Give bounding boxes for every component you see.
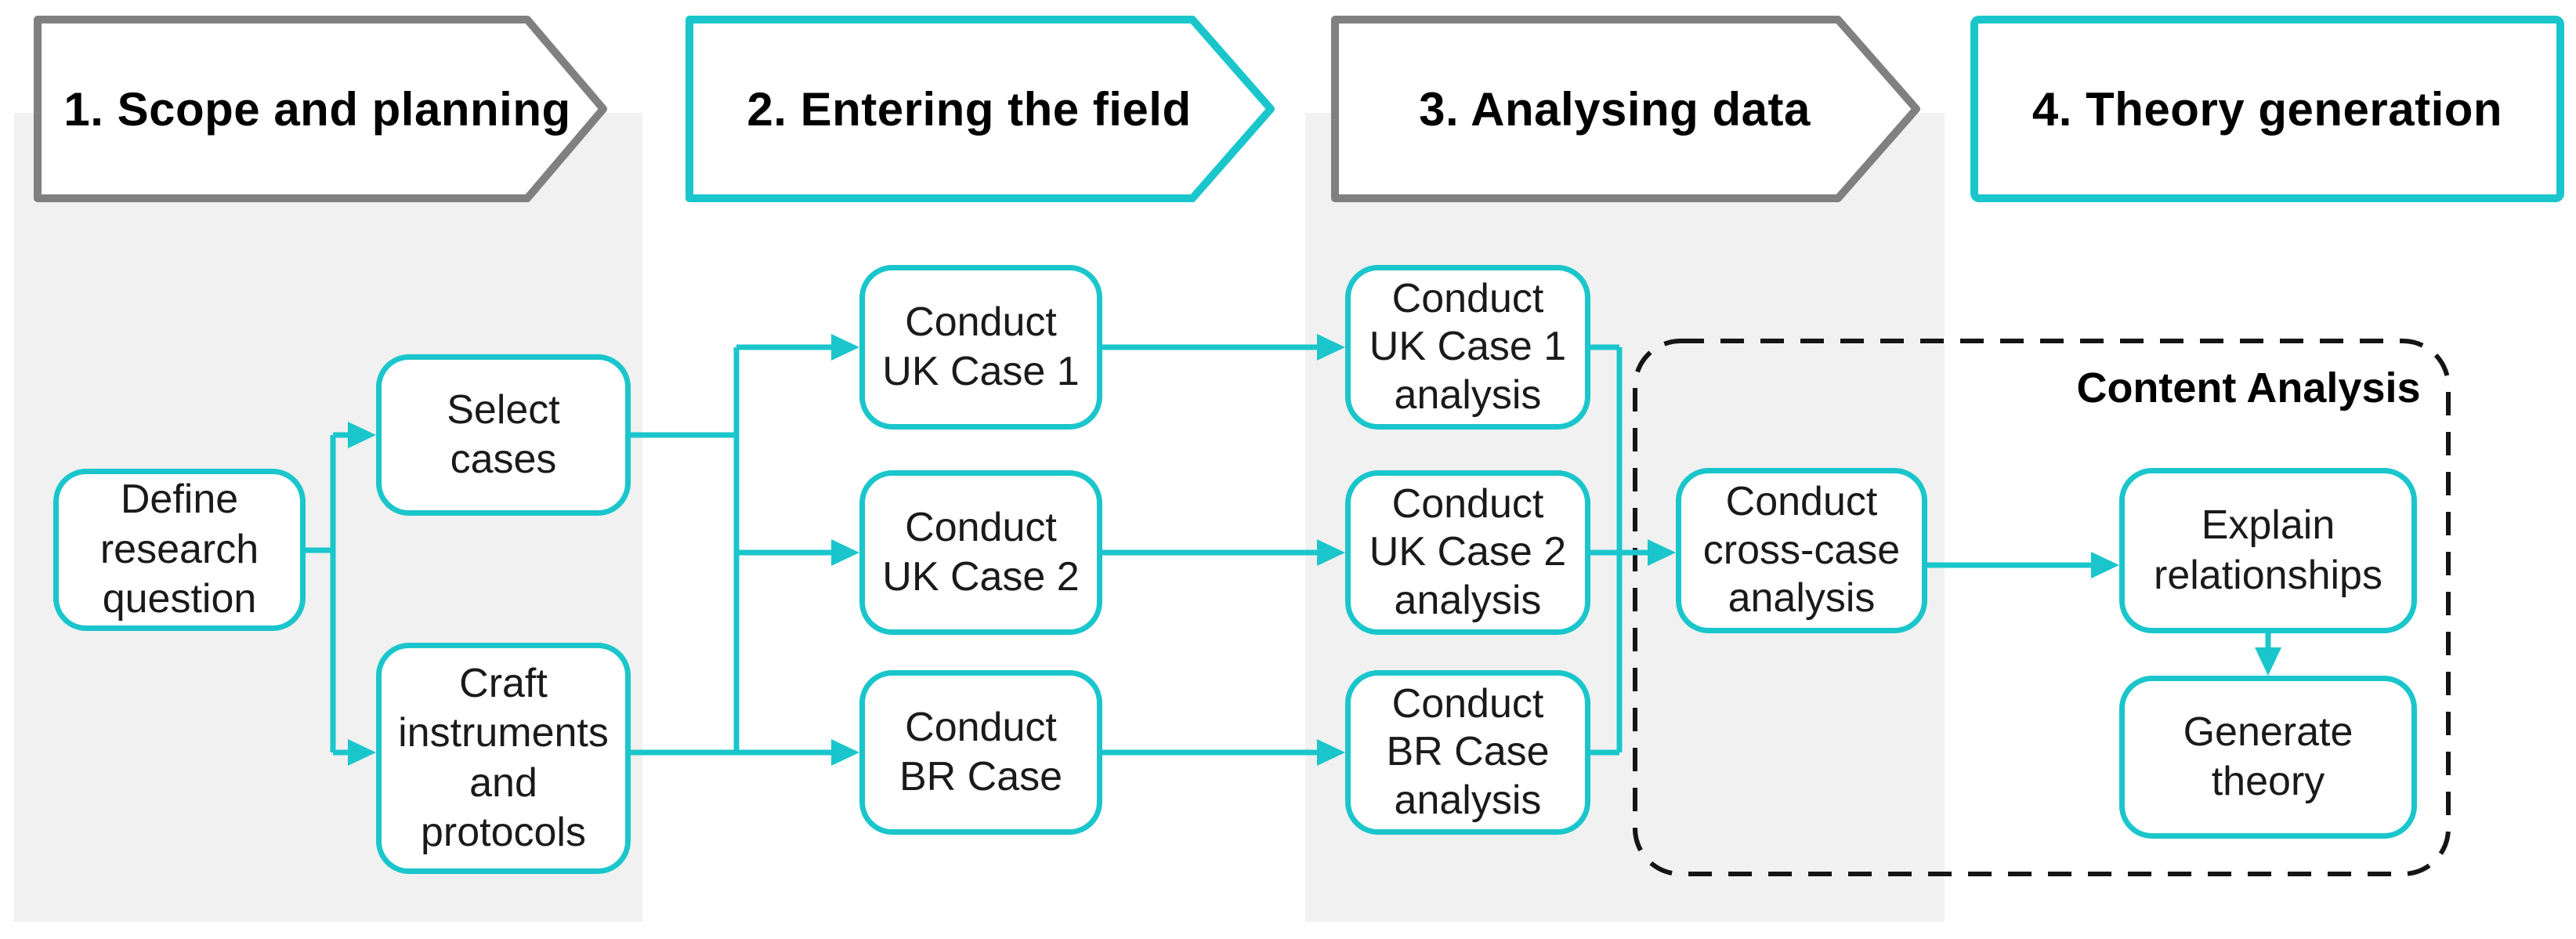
phase2-label: 2. Entering the field xyxy=(747,82,1192,136)
arrowhead-cross-case xyxy=(1648,539,1676,566)
node-br-case-analysis: Conduct BR Case analysis xyxy=(1345,670,1590,835)
phase3-header: 3. Analysing data xyxy=(1344,20,1885,198)
arrowhead-generate xyxy=(2255,647,2281,676)
node-craft-instruments: Craft instruments and protocols xyxy=(376,643,631,874)
phase4-header: 4. Theory generation xyxy=(1974,20,2560,198)
arrowhead-conduct-uk1 xyxy=(831,334,859,361)
node-define-research-question: Define research question xyxy=(53,469,306,631)
phase2-arrow-shape xyxy=(686,16,1275,202)
arrowhead-explain xyxy=(2091,552,2119,578)
node-cross-case-analysis: Conduct cross-case analysis xyxy=(1676,468,1927,633)
arrowhead-uk2-analysis xyxy=(1317,539,1345,566)
phase1-label: 1. Scope and planning xyxy=(63,82,571,136)
phase4-rect-shape xyxy=(1970,16,2564,202)
arrowhead-br-analysis xyxy=(1317,739,1345,766)
content-analysis-region xyxy=(1633,339,2451,876)
arrowhead-conduct-uk2 xyxy=(831,539,859,566)
phase3-label: 3. Analysing data xyxy=(1419,82,1811,136)
node-select-cases: Select cases xyxy=(376,354,631,516)
phase3-arrow-shape xyxy=(1331,16,1920,202)
node-explain-relationships: Explain relationships xyxy=(2119,468,2417,633)
node-conduct-uk-case-1: Conduct UK Case 1 xyxy=(859,265,1102,430)
arrowhead-conduct-br xyxy=(831,739,859,766)
phase4-label: 4. Theory generation xyxy=(2031,82,2503,136)
phase1-arrow-shape xyxy=(34,16,607,202)
node-uk-case-1-analysis: Conduct UK Case 1 analysis xyxy=(1345,265,1590,430)
arrowhead-craft xyxy=(348,739,376,766)
node-generate-theory: Generate theory xyxy=(2119,676,2417,839)
node-conduct-uk-case-2: Conduct UK Case 2 xyxy=(859,470,1102,635)
node-conduct-br-case: Conduct BR Case xyxy=(859,670,1102,835)
node-uk-case-2-analysis: Conduct UK Case 2 analysis xyxy=(1345,470,1590,635)
arrowhead-select xyxy=(348,422,376,448)
phase2-header: 2. Entering the field xyxy=(699,20,1239,198)
arrowhead-uk1-analysis xyxy=(1317,334,1345,361)
content-analysis-label: Content Analysis xyxy=(2076,364,2421,411)
phase1-header: 1. Scope and planning xyxy=(47,20,588,198)
